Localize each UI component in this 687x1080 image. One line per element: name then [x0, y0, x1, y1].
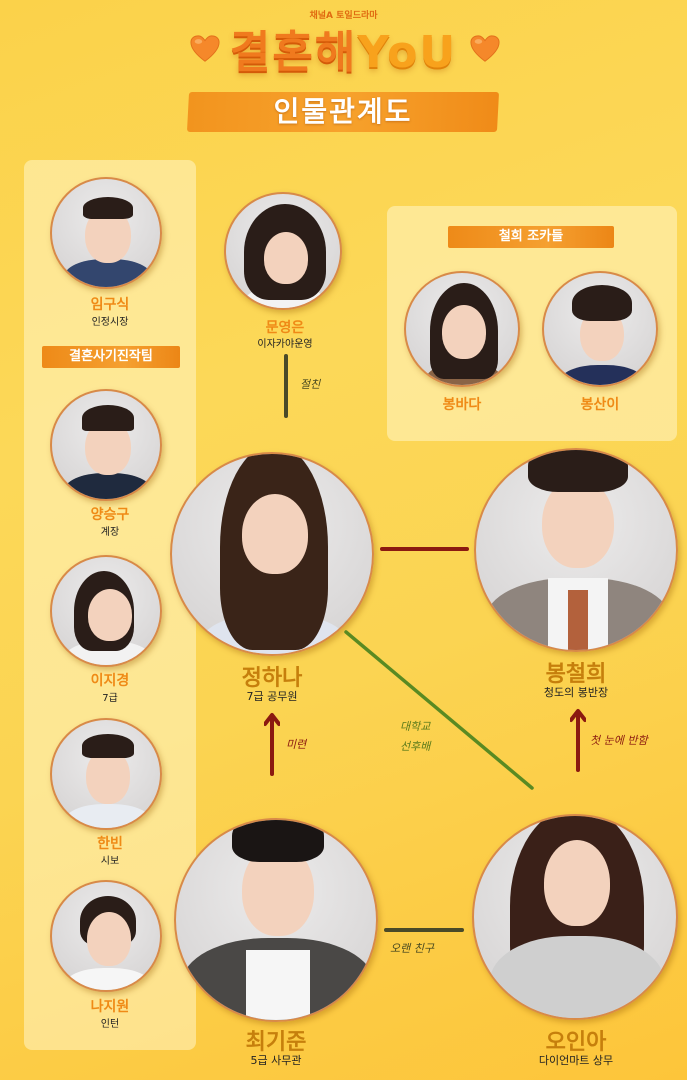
page-title: 인물관계도 — [273, 95, 413, 128]
portrait-han-bin — [50, 718, 162, 830]
role-lim-gusik: 인정시장 — [91, 317, 129, 328]
name-jung-hana: 정하나 — [241, 666, 303, 691]
name-lee-jikyung: 이지경 — [90, 673, 130, 689]
portrait-lim-gusik — [50, 177, 162, 289]
name-bong-cheolhee: 봉철희 — [545, 662, 607, 687]
relation-line-friend-heroine — [284, 354, 288, 418]
portrait-yang-seunggu — [50, 389, 162, 501]
role-lee-jikyung: 7급 — [102, 693, 118, 704]
name-bong-sani: 봉산이 — [580, 397, 620, 413]
name-yang-seunggu: 양승구 — [90, 507, 130, 523]
name-bong-bada: 봉바다 — [442, 397, 482, 413]
portrait-oh-ina — [472, 814, 678, 1020]
relation-label-first-sight: 첫 눈에 반함 — [590, 734, 648, 747]
arrow-up-icon-lingering — [264, 713, 280, 776]
portrait-jung-hana — [170, 452, 374, 656]
name-moon-youngeun: 문영은 — [265, 320, 305, 336]
portrait-bong-cheolhee — [474, 448, 678, 652]
relation-line-old-friends — [384, 928, 464, 932]
heart-icon-left — [190, 35, 220, 62]
channel-label: 채널A 토일드라마 — [309, 11, 378, 21]
portrait-lee-jikyung — [50, 555, 162, 667]
portrait-bong-sani — [542, 271, 658, 387]
name-choi-kijun: 최기준 — [245, 1030, 307, 1055]
relation-line-heroine-rival-f — [344, 630, 534, 790]
relation-label-best-friend: 절친 — [300, 378, 321, 391]
role-jung-hana: 7급 공무원 — [246, 690, 298, 703]
name-han-bin: 한빈 — [97, 836, 123, 852]
role-han-bin: 시보 — [100, 856, 120, 867]
role-bong-cheolhee: 청도의 봉반장 — [543, 686, 609, 699]
section-label-team: 결혼사기진작팀 — [42, 346, 180, 368]
portrait-moon-youngeun — [224, 192, 342, 310]
role-yang-seunggu: 계장 — [100, 527, 120, 538]
portrait-bong-bada — [404, 271, 520, 387]
heart-icon-right — [470, 35, 500, 62]
name-na-jiwon: 나지원 — [90, 999, 130, 1015]
portrait-choi-kijun — [174, 818, 378, 1022]
role-oh-ina: 다이언마트 상무 — [538, 1054, 614, 1067]
arrow-up-icon-first-sight — [570, 709, 586, 772]
relation-label-college-line2: 선후배 — [400, 740, 431, 753]
relation-label-lingering: 미련 — [286, 738, 307, 751]
logo-korean: 결혼해 — [229, 27, 358, 78]
show-logo: 결혼해YoU — [0, 16, 687, 80]
name-oh-ina: 오인아 — [545, 1030, 607, 1055]
relation-label-college-line1: 대학교 — [400, 720, 431, 733]
relation-label-old-friends: 오랜 친구 — [390, 942, 434, 955]
relation-line-heroine-hero — [380, 547, 469, 551]
section-label-nephews: 철희 조카들 — [448, 226, 614, 248]
role-na-jiwon: 인턴 — [100, 1019, 120, 1030]
role-moon-youngeun: 이자카야운영 — [257, 339, 313, 350]
portrait-na-jiwon — [50, 880, 162, 992]
name-lim-gusik: 임구식 — [90, 297, 130, 313]
role-choi-kijun: 5급 사무관 — [250, 1054, 302, 1067]
logo-english: YoU — [357, 27, 458, 78]
